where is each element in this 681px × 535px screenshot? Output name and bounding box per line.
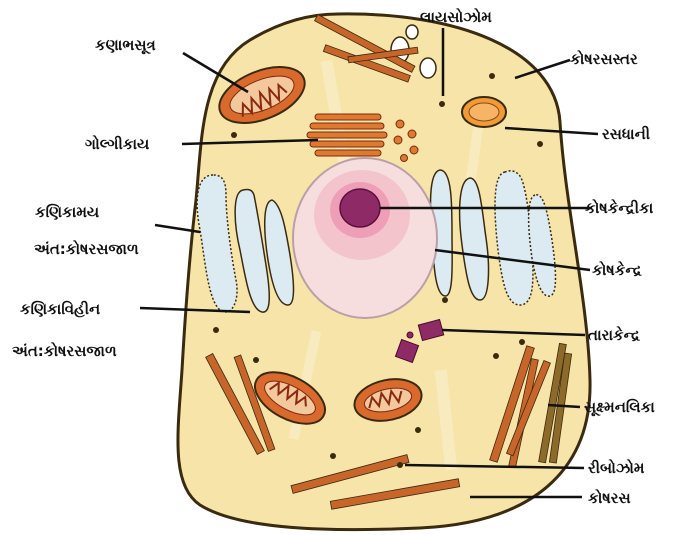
label-lysosome: લાયસોઝોમ bbox=[420, 8, 492, 26]
label-golgi: ગોલ્ગીકાય bbox=[85, 135, 149, 153]
label-rough-er-line1: કણિકામય bbox=[35, 203, 99, 221]
nucleolus bbox=[340, 189, 380, 227]
label-cell-membrane: કોષરસસ્તર bbox=[570, 50, 638, 68]
label-centrosome: તારાકેન્દ્ર bbox=[588, 326, 640, 344]
label-smooth-er-line2: અંત:કોષરસજાળ bbox=[12, 342, 117, 360]
nucleus bbox=[293, 158, 437, 318]
label-nucleus: કોષકેન્દ્ર bbox=[592, 261, 642, 279]
label-microtubule: સૂક્ષ્મનલિકા bbox=[584, 398, 655, 416]
label-ribosome: રીબોઝોમ bbox=[588, 459, 645, 477]
label-nucleolus: કોષકેન્દ્રીકા bbox=[585, 199, 653, 217]
label-vacuole: રસધાની bbox=[602, 125, 650, 143]
label-cytoplasm: કોષરસ bbox=[588, 489, 631, 507]
label-rough-er-line2: અંત:કોષરસજાળ bbox=[34, 240, 139, 258]
label-mitochondria: કણાભસૂત્ર bbox=[95, 36, 156, 54]
label-smooth-er-line1: કણિકાવિહીન bbox=[20, 300, 100, 318]
